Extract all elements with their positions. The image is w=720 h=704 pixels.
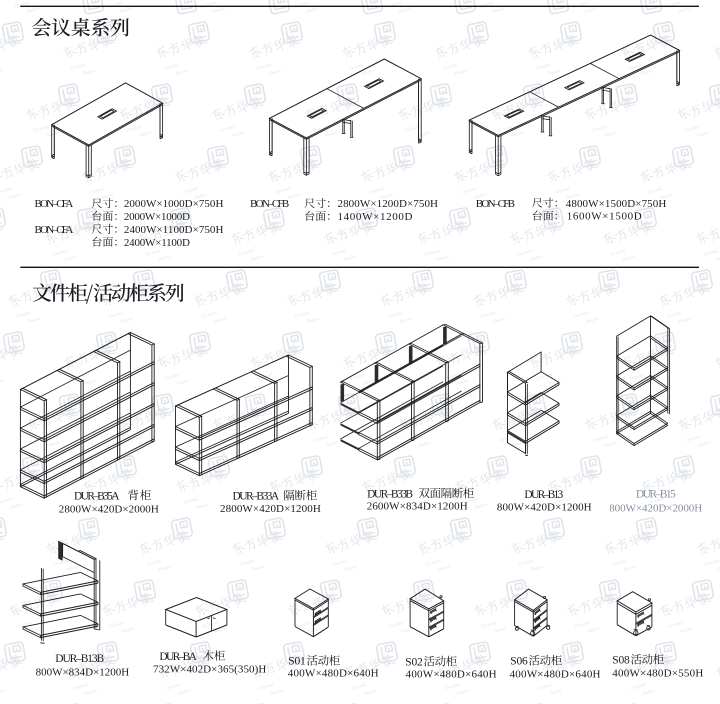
svg-text:800W×420D×2000H: 800W×420D×2000H: [609, 503, 702, 515]
svg-text:2800W×420D×2000H: 2800W×420D×2000H: [59, 504, 159, 516]
svg-text:BON–CFA: BON–CFA: [35, 198, 74, 210]
svg-text:1600W×1500D: 1600W×1500D: [567, 211, 642, 223]
svg-text:DUR–B13: DUR–B13: [524, 489, 563, 501]
svg-text:BON–CFA: BON–CFA: [35, 224, 74, 236]
svg-text:DUR–BA: DUR–BA: [159, 651, 197, 663]
svg-text:DUR–B33A: DUR–B33A: [233, 491, 280, 503]
svg-text:800W×834D×1200H: 800W×834D×1200H: [36, 667, 130, 679]
svg-text:DUR–B33B: DUR–B33B: [367, 488, 413, 500]
svg-text:2800W×420D×1200H: 2800W×420D×1200H: [220, 503, 321, 515]
svg-text:DUR–B15: DUR–B15: [636, 489, 676, 501]
svg-text:DUR–B35A: DUR–B35A: [74, 490, 120, 502]
svg-text:BON–CFB: BON–CFB: [250, 198, 289, 210]
svg-text:2600W×834D×1200H: 2600W×834D×1200H: [367, 500, 468, 512]
svg-text:2000W×1000D×750H: 2000W×1000D×750H: [124, 198, 224, 210]
svg-text:400W×480D×550H: 400W×480D×550H: [612, 668, 703, 680]
svg-text:S08: S08: [612, 655, 630, 667]
svg-text:400W×480D×640H: 400W×480D×640H: [288, 668, 379, 680]
svg-text:DUR–B13B: DUR–B13B: [55, 653, 104, 665]
svg-text:S01: S01: [288, 656, 306, 668]
svg-text:2400W×1100D: 2400W×1100D: [124, 237, 190, 249]
svg-text:2400W×1100D×750H: 2400W×1100D×750H: [124, 224, 224, 236]
svg-text:732W×402D×365(350)H: 732W×402D×365(350)H: [153, 664, 266, 676]
svg-text:2000W×1000D: 2000W×1000D: [124, 211, 190, 223]
svg-text:S06: S06: [510, 656, 528, 668]
svg-text:2800W×1200D×750H: 2800W×1200D×750H: [338, 198, 439, 210]
svg-text:800W×420D×1200H: 800W×420D×1200H: [497, 502, 592, 514]
svg-text:400W×480D×640H: 400W×480D×640H: [510, 669, 601, 681]
svg-text:1400W×1200D: 1400W×1200D: [338, 211, 413, 223]
svg-text:BON–CFB: BON–CFB: [476, 198, 515, 210]
svg-text:400W×480D×640H: 400W×480D×640H: [406, 669, 497, 681]
svg-text:4800W×1500D×750H: 4800W×1500D×750H: [566, 198, 667, 210]
svg-text:S02: S02: [405, 656, 423, 668]
